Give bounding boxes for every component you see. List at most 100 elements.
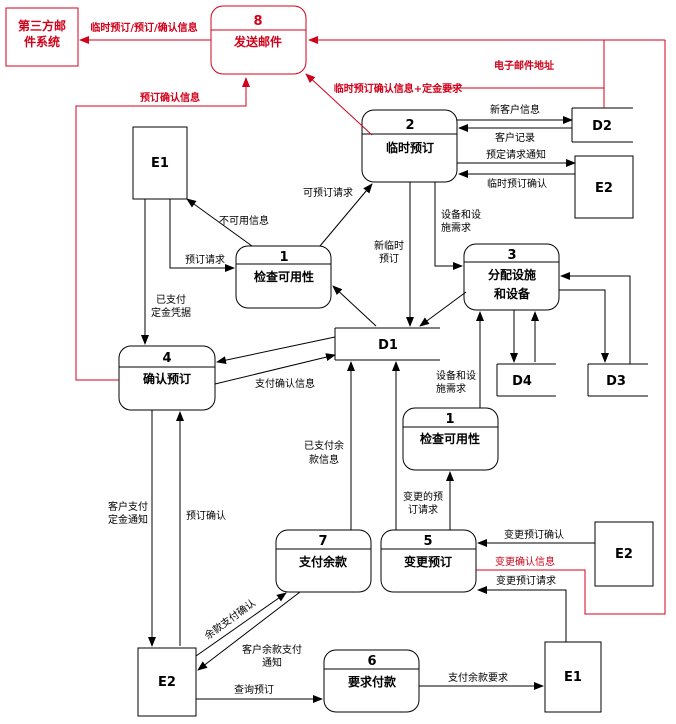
datastore-label: D3: [606, 374, 626, 389]
process-5-change-booking: 5 变更预订: [380, 529, 477, 593]
flow-6-to-e1-payment-request: 支付余款要求: [419, 671, 544, 690]
flow-5-to-1b: 变更的预 订请求: [403, 471, 454, 530]
flow-e1-to-1-request: 预订请求: [169, 199, 235, 272]
entity-label: E2: [615, 547, 633, 562]
entity-e1-bottom: E1: [544, 641, 602, 713]
process-4-confirm-booking: 4 确认预订: [118, 345, 216, 411]
flow-label: 临时预订确认: [487, 177, 547, 190]
process-name: 确认预订: [143, 371, 191, 386]
process-name: 要求付款: [348, 674, 397, 689]
flow-label: 施需求: [441, 221, 471, 234]
flow-7-to-d1: 已支付余 款信息: [304, 361, 355, 530]
flow-label: 电子邮件地址: [494, 59, 554, 72]
flow-7-to-e2-balance-notice: 客户余款支付 通知: [197, 591, 302, 671]
flow-e1-to-4-paid-deposit: 已支付 定金凭据: [141, 199, 191, 345]
datastore-d2: D2: [571, 107, 633, 143]
flow-label: 订请求: [408, 503, 438, 516]
flow-1-to-2-bookable: 可预订请求: [303, 183, 373, 247]
process-3-allocate-facilities: 3 分配设施 和设备: [463, 243, 560, 311]
flow-label: 款信息: [309, 453, 339, 466]
entity-label: 第三方邮: [18, 18, 66, 33]
flow-4-to-d1-payment-confirm: 支付确认信息: [214, 353, 336, 390]
entity-third-party-mail: 第三方邮 件系统: [5, 7, 79, 67]
flow-label: 查询预订: [234, 683, 274, 696]
process-number: 8: [253, 14, 262, 29]
flow-label: 定金通知: [108, 513, 148, 526]
flow-label: 客户支付: [108, 500, 148, 513]
flow-1-to-e1-unavailable: 不可用信息: [186, 198, 269, 247]
process-1-check-availability-top: 1 检查可用性: [235, 245, 332, 309]
flow-label: 支付确认信息: [255, 377, 315, 390]
flow-e2-to-6-query: 查询预订: [196, 683, 323, 703]
flow-customer-record: 客户记录: [458, 124, 572, 144]
flow-label: 变更预订确认: [504, 528, 564, 541]
flow-label: 新临时: [374, 239, 404, 252]
flow-label: 客户记录: [495, 131, 535, 144]
flow-1b-to-3: 设备和设 施需求: [436, 311, 484, 408]
flow-d3-3-in: [560, 272, 631, 364]
flow-e2-to-5-change-confirm: 变更预订确认: [477, 528, 595, 547]
flow-label: 预定请求通知: [486, 148, 546, 161]
flow-3-to-d1: [419, 291, 467, 327]
flow-8-to-third-party: 临时预订/预订/确认信息: [79, 21, 211, 44]
flow-label: 余款支付确认: [202, 596, 258, 642]
process-name: 分配设施: [488, 267, 536, 282]
flow-4-to-8: 预订确认信息: [75, 77, 250, 381]
entity-e2-bottom: E2: [137, 647, 197, 717]
process-1-check-availability-bottom: 1 检查可用性: [402, 407, 499, 471]
process-number: 1: [445, 412, 454, 427]
datastore-d4: D4: [496, 363, 556, 397]
flow-label: 变更的预: [403, 490, 443, 503]
process-name: 检查可用性: [254, 269, 314, 284]
flow-d1-to-4: [216, 336, 336, 365]
flow-4-to-e2-deposit-notice: 客户支付 定金通知: [108, 410, 156, 647]
datastore-label: D1: [378, 338, 398, 353]
flow-2-to-8: 临时预订确认信息+定金要求: [305, 73, 463, 136]
entity-label: E1: [151, 156, 169, 171]
process-2-provisional-booking: 2 临时预订: [361, 109, 458, 183]
entity-e2-right-mid: E2: [594, 521, 654, 587]
entity-label: E1: [564, 670, 582, 685]
flow-email-address: 电子邮件地址: [308, 36, 665, 108]
datastore-d3: D3: [587, 363, 648, 397]
flow-e2-to-4-confirm: 预订确认: [176, 411, 226, 646]
process-number: 7: [318, 534, 327, 549]
flow-label: 预订确认: [186, 509, 226, 522]
process-name: 发送邮件: [233, 34, 282, 49]
flow-label: 临时预订/预订/确认信息: [90, 21, 197, 34]
datastore-label: D4: [512, 374, 532, 389]
flow-label: 设备和设: [441, 208, 481, 221]
flow-label: 通知: [262, 656, 282, 669]
flow-label: 新客户信息: [490, 103, 540, 116]
process-number: 3: [507, 248, 516, 263]
flow-label: 变更确认信息: [495, 555, 555, 568]
entity-label: E2: [158, 675, 176, 690]
process-name: 临时预订: [386, 140, 434, 155]
flow-label: 预订请求: [185, 253, 225, 266]
flow-label: 支付余款要求: [448, 671, 508, 684]
entity-label: E2: [595, 181, 613, 196]
flow-label: 预订: [379, 253, 399, 265]
flow-new-customer-info: 新客户信息: [457, 103, 573, 124]
flow-label: 已支付: [156, 293, 186, 306]
flow-provisional-confirm: 临时预订确认: [458, 170, 575, 190]
flow-label: 可预订请求: [303, 186, 353, 199]
flow-label: 设备和设: [436, 369, 476, 382]
flow-label: 施需求: [436, 382, 466, 395]
flow-booking-request-notice: 预定请求通知: [457, 148, 576, 167]
datastore-d1: D1: [334, 327, 440, 361]
flow-label: 定金凭据: [151, 306, 191, 319]
flow-3-d3-out: [559, 289, 609, 363]
flow-label: 不可用信息: [219, 214, 269, 227]
flow-label: 临时预订确认信息+定金要求: [334, 82, 463, 95]
process-8-send-email: 8 发送邮件: [210, 5, 307, 75]
process-name: 变更预订: [404, 554, 452, 569]
entity-e1-top: E1: [132, 126, 188, 200]
flow-2-to-3-equipment: 设备和设 施需求: [434, 182, 481, 270]
flow-label: 预订确认信息: [140, 91, 200, 104]
flow-label: 已支付余: [304, 439, 344, 452]
process-number: 6: [367, 654, 376, 669]
flow-2-to-d1: 新临时 预订: [374, 182, 414, 327]
flow-e1-to-5-change-request: 变更预订请求: [477, 574, 567, 642]
